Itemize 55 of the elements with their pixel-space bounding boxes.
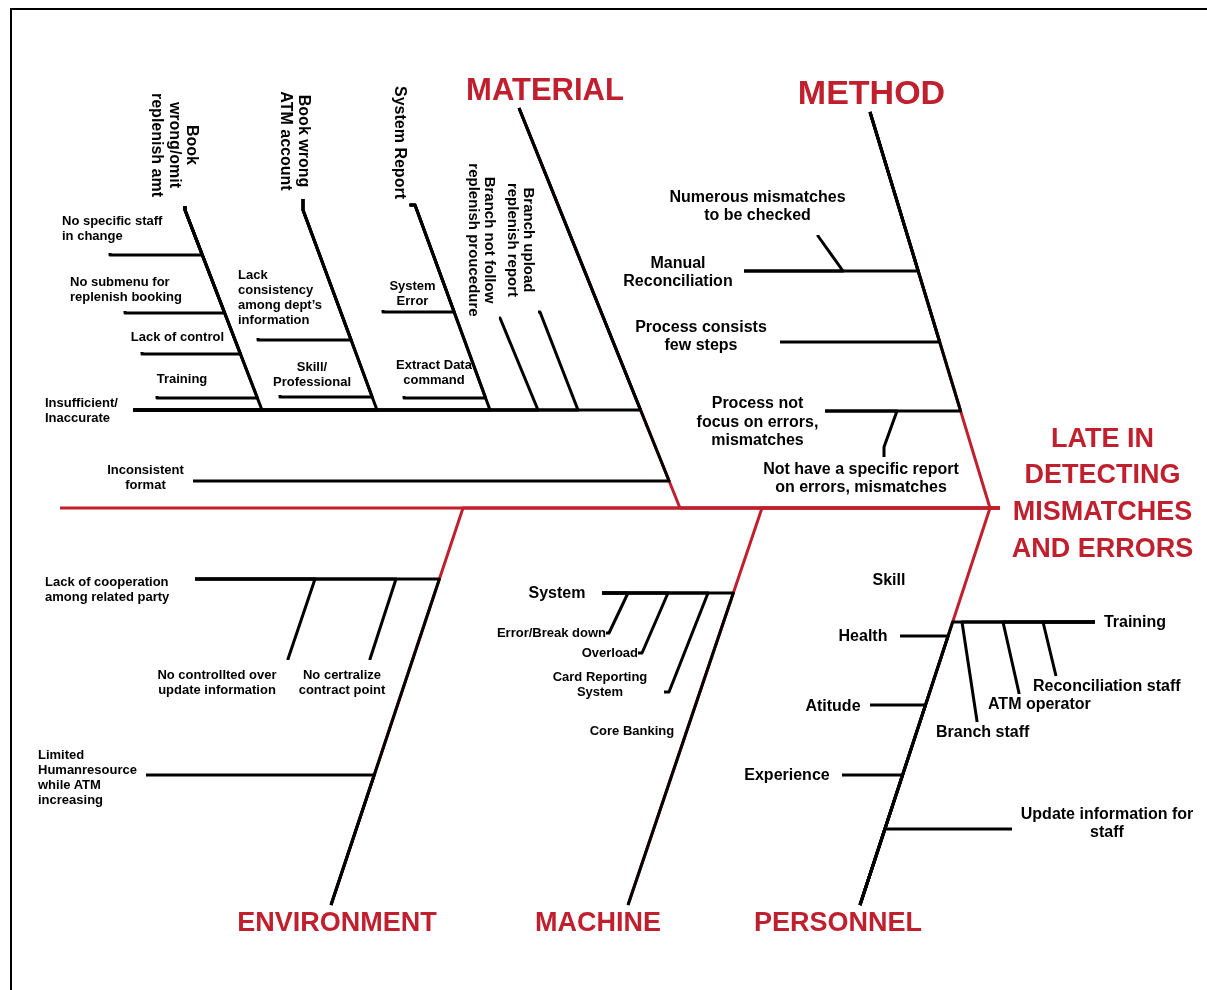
cause-label: No certralize contract point — [292, 660, 392, 706]
cause-label: Overload — [568, 644, 638, 663]
cause-label: Manual Reconciliation — [612, 252, 744, 292]
cause-label: Branch not follow replenish proucedure — [465, 155, 499, 325]
cause-label: Training — [148, 372, 216, 396]
cause-label: Branch staff — [936, 722, 1048, 743]
cause-label: Experience — [732, 764, 842, 786]
cause-label: Core Banking — [588, 722, 676, 741]
cause-line — [155, 206, 259, 400]
cause-label: Health — [826, 624, 900, 648]
cause-label: Extract Data command — [388, 358, 480, 396]
cause-label: Error/Break down — [476, 624, 606, 643]
cause-label: Insufficient/ Inaccurate — [45, 392, 133, 430]
cause-label: Lack consistency among dept’s information — [238, 268, 335, 338]
cause-line — [602, 591, 710, 694]
cause-label: Numerous mismatches to be checked — [665, 188, 850, 235]
category-label: PERSONNEL — [744, 905, 932, 941]
cause-line — [825, 409, 899, 457]
effect-label: LATE IN DETECTING MISMATCHES AND ERRORS — [1000, 418, 1205, 568]
cause-label: Process not focus on errors, mismatches — [690, 388, 825, 456]
cause-label: System — [512, 581, 602, 605]
cause-label: No specific staff in change — [62, 214, 174, 253]
cause-line — [858, 827, 1014, 907]
cause-line — [191, 106, 671, 483]
cause-line — [402, 203, 488, 400]
cause-label: Limited Humanresource while ATM increasing — [38, 734, 146, 822]
cause-label: No submenu for replenish booking — [70, 275, 202, 311]
cause-label: System Error — [380, 279, 445, 310]
cause-label: System Report — [390, 79, 410, 205]
category-label: METHOD — [795, 74, 948, 112]
cause-line — [146, 773, 376, 907]
cause-label: Inconsistent format — [98, 460, 193, 496]
cause-line — [278, 199, 374, 399]
cause-label: Lack of control — [112, 330, 224, 352]
cause-label: Skill/ Professional — [266, 360, 358, 395]
cause-label: Branch upload replenish report — [504, 165, 538, 315]
cause-line — [744, 234, 845, 273]
cause-line — [194, 577, 398, 661]
cause-label: Atitude — [796, 695, 870, 717]
cause-label: Book wrong ATM account — [277, 83, 313, 199]
category-label: MACHINE — [528, 905, 668, 941]
cause-label: Lack of cooperation among related party — [45, 568, 195, 612]
category-label: ENVIRONMENT — [228, 905, 446, 941]
cause-label: Process consists few steps — [622, 314, 780, 358]
cause-label: ATM operator — [988, 694, 1108, 715]
cause-label: Update information for staff — [1012, 801, 1202, 845]
cause-label: Not have a specific report on errors, mismatches — [755, 457, 967, 499]
cause-line — [960, 620, 1095, 723]
cause-label: Skill — [871, 569, 907, 590]
cause-label: Training — [1095, 610, 1175, 634]
cause-label: Book wrong/omit replenish amt — [149, 84, 201, 206]
cause-label: Card Reporting System — [536, 664, 664, 706]
cause-label: No controllted over update information — [146, 660, 288, 706]
cause-label: Reconciliation staff — [1033, 676, 1203, 696]
category-label: MATERIAL — [455, 72, 635, 108]
